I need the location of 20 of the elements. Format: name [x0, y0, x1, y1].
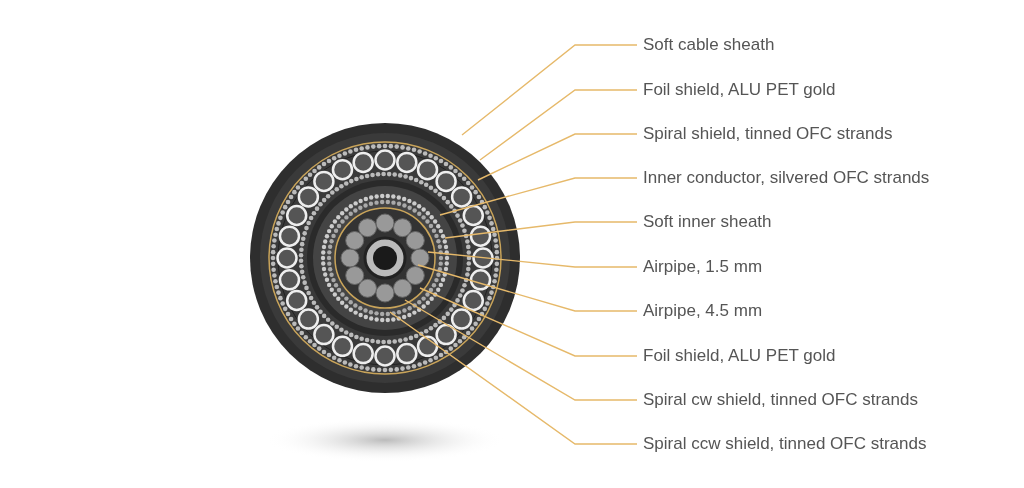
part-label: Foil shield, ALU PET gold — [643, 80, 836, 100]
leader-line — [404, 299, 638, 401]
leader-line — [444, 221, 638, 239]
leader-line — [389, 311, 638, 445]
part-label: Spiral ccw shield, tinned OFC strands — [643, 434, 927, 454]
part-label: Soft inner sheath — [643, 212, 772, 232]
leader-line — [417, 264, 638, 312]
part-label: Foil shield, ALU PET gold — [643, 346, 836, 366]
part-label: Spiral cw shield, tinned OFC strands — [643, 390, 918, 410]
leader-line — [461, 44, 638, 136]
leader-line — [419, 287, 638, 357]
part-label: Spiral shield, tinned OFC strands — [643, 124, 893, 144]
part-label: Airpipe, 1.5 mm — [643, 257, 763, 277]
leader-line — [427, 251, 638, 268]
part-label: Soft cable sheath — [643, 35, 775, 55]
part-label: Inner conductor, silvered OFC strands — [643, 168, 930, 188]
part-label: Airpipe, 4.5 mm — [643, 301, 763, 321]
leader-line — [439, 177, 638, 216]
leader-line — [479, 89, 638, 161]
leader-line — [477, 133, 638, 181]
